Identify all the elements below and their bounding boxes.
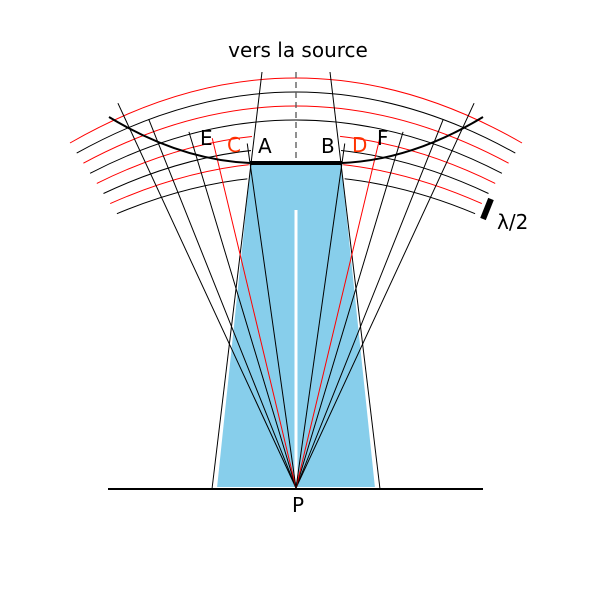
ray bbox=[246, 143, 297, 489]
red-ray bbox=[295, 138, 381, 489]
ray bbox=[117, 103, 297, 489]
ray bbox=[295, 118, 444, 489]
label-E: E bbox=[200, 126, 213, 150]
label-B: B bbox=[321, 134, 335, 158]
half-wavelength-label: λ/2 bbox=[497, 210, 528, 234]
ray bbox=[188, 131, 297, 489]
wavefront-curve-right bbox=[341, 116, 484, 164]
label-C: C bbox=[227, 133, 241, 157]
ray bbox=[295, 103, 475, 489]
beam-edge-right bbox=[329, 71, 381, 490]
half-wavelength-marker bbox=[480, 197, 494, 221]
label-A: A bbox=[258, 134, 272, 158]
ray bbox=[148, 118, 297, 489]
ray bbox=[295, 131, 404, 489]
source-direction-label: vers la source bbox=[228, 38, 368, 62]
red-ray bbox=[211, 138, 297, 489]
wavefront-curve bbox=[108, 116, 251, 164]
rays bbox=[117, 103, 475, 489]
label-D: D bbox=[352, 133, 367, 157]
wavefront-arc bbox=[69, 77, 523, 144]
wavefront-arc bbox=[89, 119, 503, 174]
beam-edge-left bbox=[211, 71, 263, 490]
label-P: P bbox=[292, 493, 304, 517]
ray bbox=[295, 143, 346, 489]
label-F: F bbox=[377, 126, 389, 150]
